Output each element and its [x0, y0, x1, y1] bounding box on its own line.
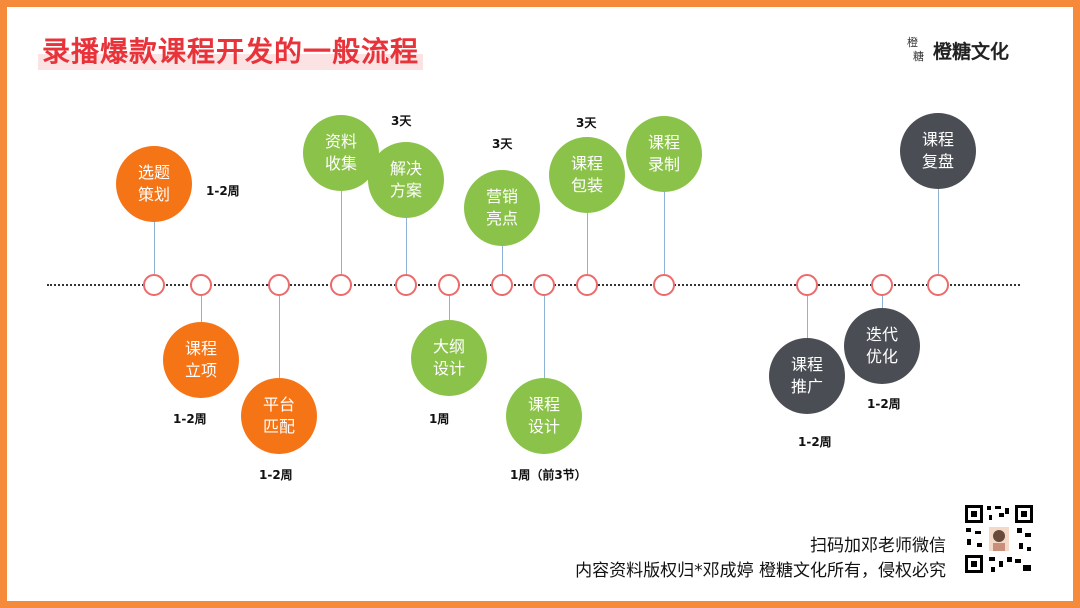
duration-label-2: 1-2周	[173, 412, 207, 426]
step-8-line1: 课程	[527, 395, 560, 414]
logo-mark-bottom: 糖	[913, 50, 924, 63]
timeline-node-9	[576, 274, 598, 296]
timeline-node-5	[395, 274, 417, 296]
stem-8	[544, 296, 545, 382]
stem-3	[279, 296, 280, 382]
step-6-line1: 大纲	[432, 337, 465, 356]
title-text: 录播爆款课程开发的一般流程	[42, 35, 420, 68]
step-3-line2: 匹配	[262, 417, 295, 436]
timeline-node-12	[871, 274, 893, 296]
logo-mark: 橙 糖	[905, 35, 929, 65]
step-platform-match: 平台匹配	[241, 378, 317, 454]
stem-13	[938, 189, 939, 274]
step-12-line1: 迭代	[865, 325, 898, 344]
footer-wechat-text: 扫码加邓老师微信	[810, 536, 946, 556]
step-course-recording: 课程录制	[626, 116, 702, 192]
step-3-line1: 平台	[262, 395, 295, 414]
timeline-node-8	[533, 274, 555, 296]
stem-5	[406, 217, 407, 274]
step-8-line2: 设计	[527, 417, 560, 436]
step-1-line2: 策划	[137, 185, 170, 204]
step-12-line2: 优化	[865, 347, 898, 366]
step-13-line1: 课程	[921, 130, 954, 149]
step-course-design: 课程设计	[506, 378, 582, 454]
step-course-packaging: 课程包装	[549, 137, 625, 213]
step-5-line1: 解决	[389, 159, 422, 178]
timeline-node-3	[268, 274, 290, 296]
duration-label-8: 1周（前3节）	[510, 468, 587, 482]
logo-text: 橙糖文化	[933, 40, 1010, 63]
duration-label-11: 1-2周	[798, 435, 832, 449]
step-2-line1: 课程	[184, 339, 217, 358]
step-10-line2: 录制	[647, 155, 680, 174]
step-course-approval: 课程立项	[163, 322, 239, 398]
step-2-line2: 立项	[184, 361, 217, 380]
step-10-line1: 课程	[647, 133, 680, 152]
qr-code-image	[963, 503, 1035, 575]
timeline-node-1	[143, 274, 165, 296]
stem-7	[502, 244, 503, 274]
duration-label-1: 1-2周	[206, 184, 240, 198]
step-9-line1: 课程	[570, 154, 603, 173]
qr-code	[963, 503, 1035, 575]
step-13-line2: 复盘	[921, 152, 954, 171]
step-outline-design: 大纲设计	[411, 320, 487, 396]
step-4-line2: 收集	[324, 154, 357, 173]
stem-10	[664, 190, 665, 274]
step-marketing-highlights: 营销亮点	[464, 170, 540, 246]
stem-6	[449, 296, 450, 322]
timeline-node-4	[330, 274, 352, 296]
step-course-review: 课程复盘	[900, 113, 976, 189]
timeline-node-7	[491, 274, 513, 296]
step-topic-planning: 选题策划	[116, 146, 192, 222]
step-iteration-optimization: 迭代优化	[844, 308, 920, 384]
step-1-line1: 选题	[137, 163, 170, 182]
stem-1	[154, 215, 155, 274]
timeline-node-6	[438, 274, 460, 296]
stem-12	[882, 296, 883, 314]
stem-2	[201, 296, 202, 326]
stem-9	[587, 212, 588, 274]
duration-label-12: 1-2周	[867, 397, 901, 411]
footer-copyright-text: 内容资料版权归*邓成婷 橙糖文化所有，侵权必究	[575, 561, 946, 581]
step-7-line1: 营销	[485, 187, 518, 206]
timeline-node-11	[796, 274, 818, 296]
duration-label-3: 1-2周	[259, 468, 293, 482]
page-title: 录播爆款课程开发的一般流程	[38, 34, 424, 70]
step-11-line1: 课程	[790, 355, 823, 374]
step-11-line2: 推广	[790, 377, 823, 396]
brand-logo: 橙 糖 橙糖文化	[905, 34, 1009, 66]
stem-11	[807, 296, 808, 342]
step-course-promotion: 课程推广	[769, 338, 845, 414]
title-highlight	[38, 54, 424, 70]
timeline-node-13	[927, 274, 949, 296]
step-solution: 解决方案	[368, 142, 444, 218]
step-6-line2: 设计	[432, 359, 465, 378]
step-4-line1: 资料	[324, 132, 357, 151]
timeline-node-2	[190, 274, 212, 296]
timeline-node-10	[653, 274, 675, 296]
step-material-collection: 资料收集	[303, 115, 379, 191]
stem-4	[341, 185, 342, 274]
step-9-line2: 包装	[570, 176, 603, 195]
step-5-line2: 方案	[389, 181, 422, 200]
duration-label-5: 3天	[391, 114, 412, 128]
duration-label-7: 3天	[492, 137, 513, 151]
logo-mark-top: 橙	[907, 36, 918, 49]
step-7-line2: 亮点	[485, 209, 518, 228]
duration-label-6: 1周	[429, 412, 450, 426]
duration-label-9: 3天	[576, 116, 597, 130]
